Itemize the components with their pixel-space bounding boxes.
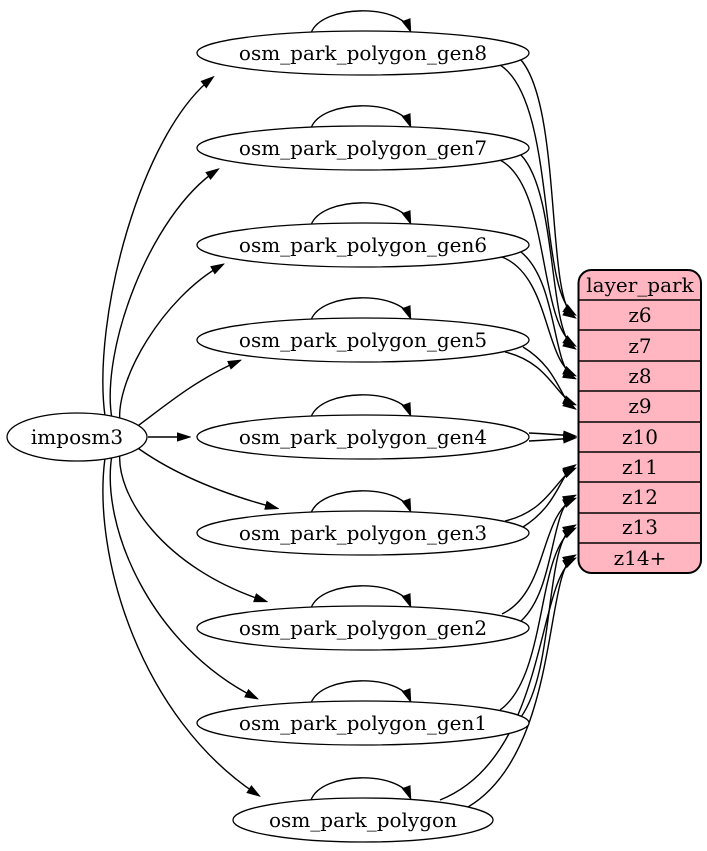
node-osm_park_polygon_gen7: osm_park_polygon_gen7: [196, 125, 530, 171]
gen5-ellipse: [196, 317, 530, 363]
gen2-label: osm_park_polygon_gen2: [239, 616, 487, 640]
node-osm_park_polygon_gen8: osm_park_polygon_gen8: [196, 30, 530, 76]
edge-imposm3-to-gen3: [134, 445, 276, 508]
imposm3-ellipse: [6, 412, 148, 462]
gen1-ellipse: [196, 700, 530, 746]
layer_park-row-z7: z7: [628, 334, 651, 358]
node-osm_park_polygon_gen3: osm_park_polygon_gen3: [196, 510, 530, 556]
self-loop-gen6: [310, 202, 410, 225]
edge-gen5-to-z9-b: [522, 346, 574, 408]
edge-gen7-to-z7-b: [520, 154, 574, 348]
edges-to-layer: [439, 59, 574, 808]
self-loop-gen1: [310, 680, 410, 703]
gen1-label: osm_park_polygon_gen1: [239, 711, 487, 735]
node-osm_park_polygon_gen6: osm_park_polygon_gen6: [196, 222, 530, 268]
gen4-label: osm_park_polygon_gen4: [239, 425, 487, 449]
edge-imposm3-to-gen8: [102, 78, 212, 417]
self-loop-gen4: [310, 394, 410, 417]
edge-imposm3-to-gen6: [118, 265, 222, 424]
gen3-label: osm_park_polygon_gen3: [239, 521, 487, 545]
edge-gen4-to-z10-b: [528, 438, 574, 441]
gen8-ellipse: [196, 30, 530, 76]
self-loop-gen2: [310, 585, 410, 608]
layer_park-row-z9: z9: [628, 394, 651, 418]
gen2-ellipse: [196, 605, 530, 651]
edge-imposm3-to-gen2: [118, 450, 265, 601]
imposm3-label: imposm3: [31, 425, 123, 449]
edge-gen8-to-z6-b: [520, 59, 574, 317]
node-imposm3: imposm3: [6, 412, 148, 462]
edge-imposm3-to-osm_park_polygon: [102, 457, 258, 795]
gen7-ellipse: [196, 125, 530, 171]
edge-gen4-to-z10-a: [528, 433, 574, 436]
edge-gen3-to-z11-b: [522, 466, 574, 528]
node-osm_park_polygon_gen2: osm_park_polygon_gen2: [196, 605, 530, 651]
edge-gen2-to-z12-b: [520, 496, 574, 622]
gen7-label: osm_park_polygon_gen7: [239, 136, 487, 160]
gen4-ellipse: [196, 414, 530, 460]
layer_park-row-z6: z6: [628, 303, 651, 327]
edge-gen7-to-z7-a: [499, 159, 574, 345]
layer_park-title: layer_park: [586, 273, 694, 297]
self-loop-gen3: [310, 490, 410, 513]
node-osm_park_polygon_gen1: osm_park_polygon_gen1: [196, 700, 530, 746]
node-layer_park: layer_park z6 z7 z8 z9 z10 z11 z12 z13 z…: [577, 269, 702, 574]
edge-osm_park_polygon-to-z14-a: [439, 559, 574, 801]
self-loop-osm_park_polygon: [310, 777, 410, 800]
layer_park-row-z8: z8: [628, 364, 651, 388]
self-loop-gen8: [310, 10, 410, 33]
edge-imposm3-to-gen5: [134, 361, 239, 429]
edge-imposm3-to-gen7: [109, 170, 217, 420]
gen6-ellipse: [196, 222, 530, 268]
gen8-label: osm_park_polygon_gen8: [239, 41, 487, 65]
edge-osm_park_polygon-to-z14-b: [467, 556, 574, 808]
self-loop-gen7: [310, 105, 410, 128]
layer_park-row-z14: z14+: [614, 546, 667, 570]
layer_park-row-z13: z13: [622, 515, 658, 539]
layer_park-row-z11: z11: [622, 455, 658, 479]
node-osm_park_polygon: osm_park_polygon: [232, 797, 494, 843]
node-osm_park_polygon_gen5: osm_park_polygon_gen5: [196, 317, 530, 363]
self-loop-edges: [310, 10, 410, 800]
edge-imposm3-to-gen1: [109, 454, 256, 698]
edges-from-imposm3: [102, 78, 276, 795]
layer_park-row-z10: z10: [622, 425, 658, 449]
layer_park-row-z12: z12: [622, 485, 658, 509]
osm_park_polygon-ellipse: [232, 797, 494, 843]
gen3-ellipse: [196, 510, 530, 556]
self-loop-gen5: [310, 297, 410, 320]
gen6-label: osm_park_polygon_gen6: [239, 233, 487, 257]
node-osm_park_polygon_gen4: osm_park_polygon_gen4: [196, 414, 530, 460]
osm_park_polygon-label: osm_park_polygon: [269, 808, 457, 832]
edge-gen6-to-z8-b: [520, 251, 574, 378]
edge-gen1-to-z13-b: [520, 526, 574, 718]
edge-gen8-to-z6-a: [499, 64, 574, 314]
gen5-label: osm_park_polygon_gen5: [239, 328, 487, 352]
